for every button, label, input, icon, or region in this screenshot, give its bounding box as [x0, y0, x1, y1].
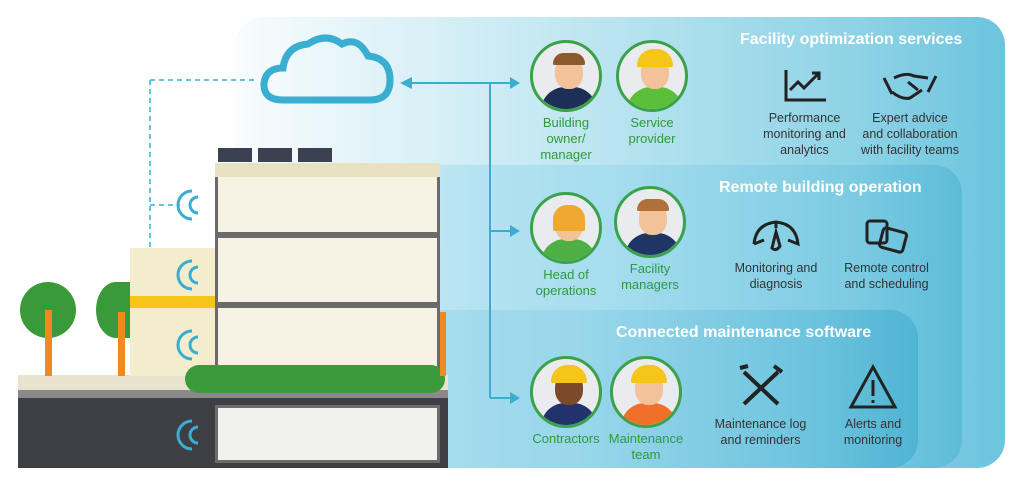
remote-control-icon: [865, 219, 908, 254]
avatar: [530, 192, 602, 264]
avatar: [614, 186, 686, 258]
text-line: Contractors: [532, 431, 600, 446]
warning-icon: [848, 364, 898, 409]
side-building: [130, 248, 220, 376]
solar-panels: [218, 148, 338, 162]
section-title: Remote building operation: [719, 179, 922, 196]
arrow: [490, 77, 520, 89]
feature-expert-advice: Expert advice and collaboration with facil…: [855, 68, 965, 158]
floor-2: [215, 235, 440, 305]
gauge-icon: [752, 220, 800, 252]
tools-icon: [739, 364, 783, 406]
chart-up-icon: [784, 70, 826, 102]
avatar: [610, 356, 682, 428]
feature-monitoring-diagnosis: Monitoring and diagnosis: [726, 218, 826, 292]
tree-trunk: [118, 312, 125, 376]
text-line: and collaboration: [862, 127, 958, 141]
text-line: with facility teams: [861, 143, 959, 157]
text-line: provider: [628, 131, 676, 146]
text-line: Facility: [629, 261, 671, 276]
hedges: [185, 365, 445, 393]
text-line: Expert advice: [872, 111, 948, 125]
text-line: Maintenance: [608, 431, 684, 446]
cloud-icon: [260, 34, 394, 104]
tree-trunk: [45, 310, 52, 376]
pillar: [440, 312, 446, 376]
text-line: Alerts and: [844, 417, 902, 431]
text-line: managers: [621, 277, 679, 292]
arrow: [490, 392, 520, 404]
text-line: manager: [540, 147, 592, 162]
text-line: and scheduling: [844, 277, 929, 291]
text-line: Maintenance log: [714, 417, 807, 431]
wireless-icons: [176, 189, 199, 451]
feature-alerts: Alerts and monitoring: [833, 364, 913, 448]
street: [18, 390, 448, 398]
text-line: operations: [535, 283, 597, 298]
yellow-band: [130, 296, 220, 308]
roof-band: [215, 163, 440, 177]
text-line: team: [631, 447, 661, 462]
person-building-owner: Building owner/manager: [526, 40, 606, 163]
text-line: monitoring and: [763, 127, 846, 141]
avatar: [530, 40, 602, 112]
text-line: analytics: [780, 143, 829, 157]
avatar: [530, 356, 602, 428]
basement: [215, 405, 440, 463]
handshake-icon: [882, 72, 938, 100]
text-line: Performance: [768, 111, 841, 125]
text-line: Head of: [543, 267, 589, 282]
person-contractors: Contractors: [526, 356, 606, 447]
arrow: [490, 225, 520, 237]
feature-maintenance-log: Maintenance log and reminders: [708, 364, 813, 448]
text-line: monitoring: [843, 433, 903, 447]
text-line: Building owner/: [542, 115, 590, 146]
text-line: Service: [630, 115, 674, 130]
feature-performance-monitoring: Performance monitoring and analytics: [757, 68, 852, 158]
text-line: and reminders: [720, 433, 801, 447]
section-title: Connected maintenance software: [616, 324, 872, 341]
feature-remote-control: Remote control and scheduling: [834, 218, 939, 292]
text-line: Remote control: [844, 261, 929, 275]
avatar: [616, 40, 688, 112]
text-line: Monitoring and: [734, 261, 818, 275]
tree: [96, 282, 136, 338]
section-title: Facility optimization services: [740, 31, 963, 48]
text-line: diagnosis: [749, 277, 803, 291]
